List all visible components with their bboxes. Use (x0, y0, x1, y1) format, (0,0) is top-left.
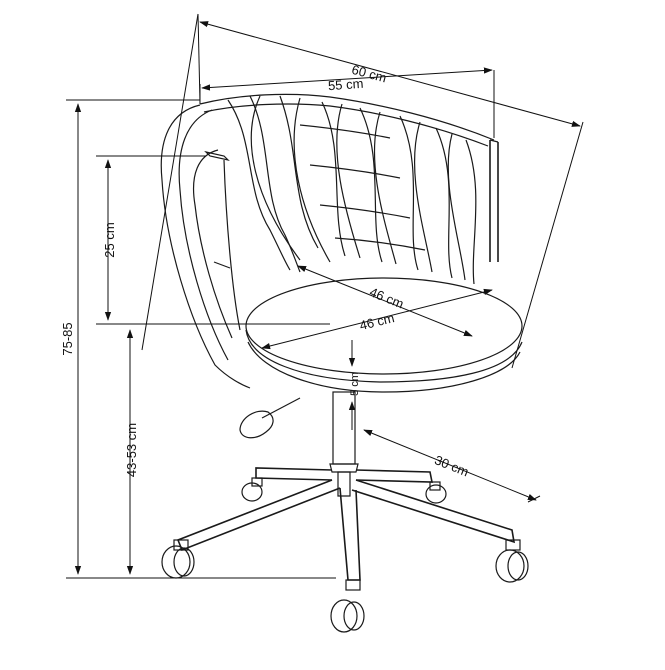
label-seat-thickness: 5 cm (349, 372, 361, 396)
label-inner-width: 55 cm (328, 76, 364, 93)
caster-right-front (495, 539, 529, 583)
caster-front-center (330, 579, 365, 633)
dim-line-seat-width (261, 288, 493, 350)
label-seat-width: 46 cm (358, 310, 396, 333)
dimension-annotations: 60 cm 55 cm 46 cm 46 cm 75-85 25 cm 43-5… (60, 13, 584, 579)
label-base-radius: 30 cm (432, 452, 470, 479)
dim-line-inner-width (201, 67, 493, 91)
dim-line-base-radius (363, 429, 537, 501)
caster-right-back (425, 481, 447, 504)
label-backrest-height: 25 cm (102, 222, 117, 257)
caster-left-back (241, 477, 263, 502)
chair-illustration (160, 93, 529, 633)
dim-line-outer-width (199, 21, 581, 127)
label-seat-depth: 46 cm (367, 284, 405, 311)
label-seat-height: 43-53 cm (124, 423, 139, 477)
caster-left-front (161, 539, 195, 579)
label-total-height: 75-85 (60, 322, 75, 355)
